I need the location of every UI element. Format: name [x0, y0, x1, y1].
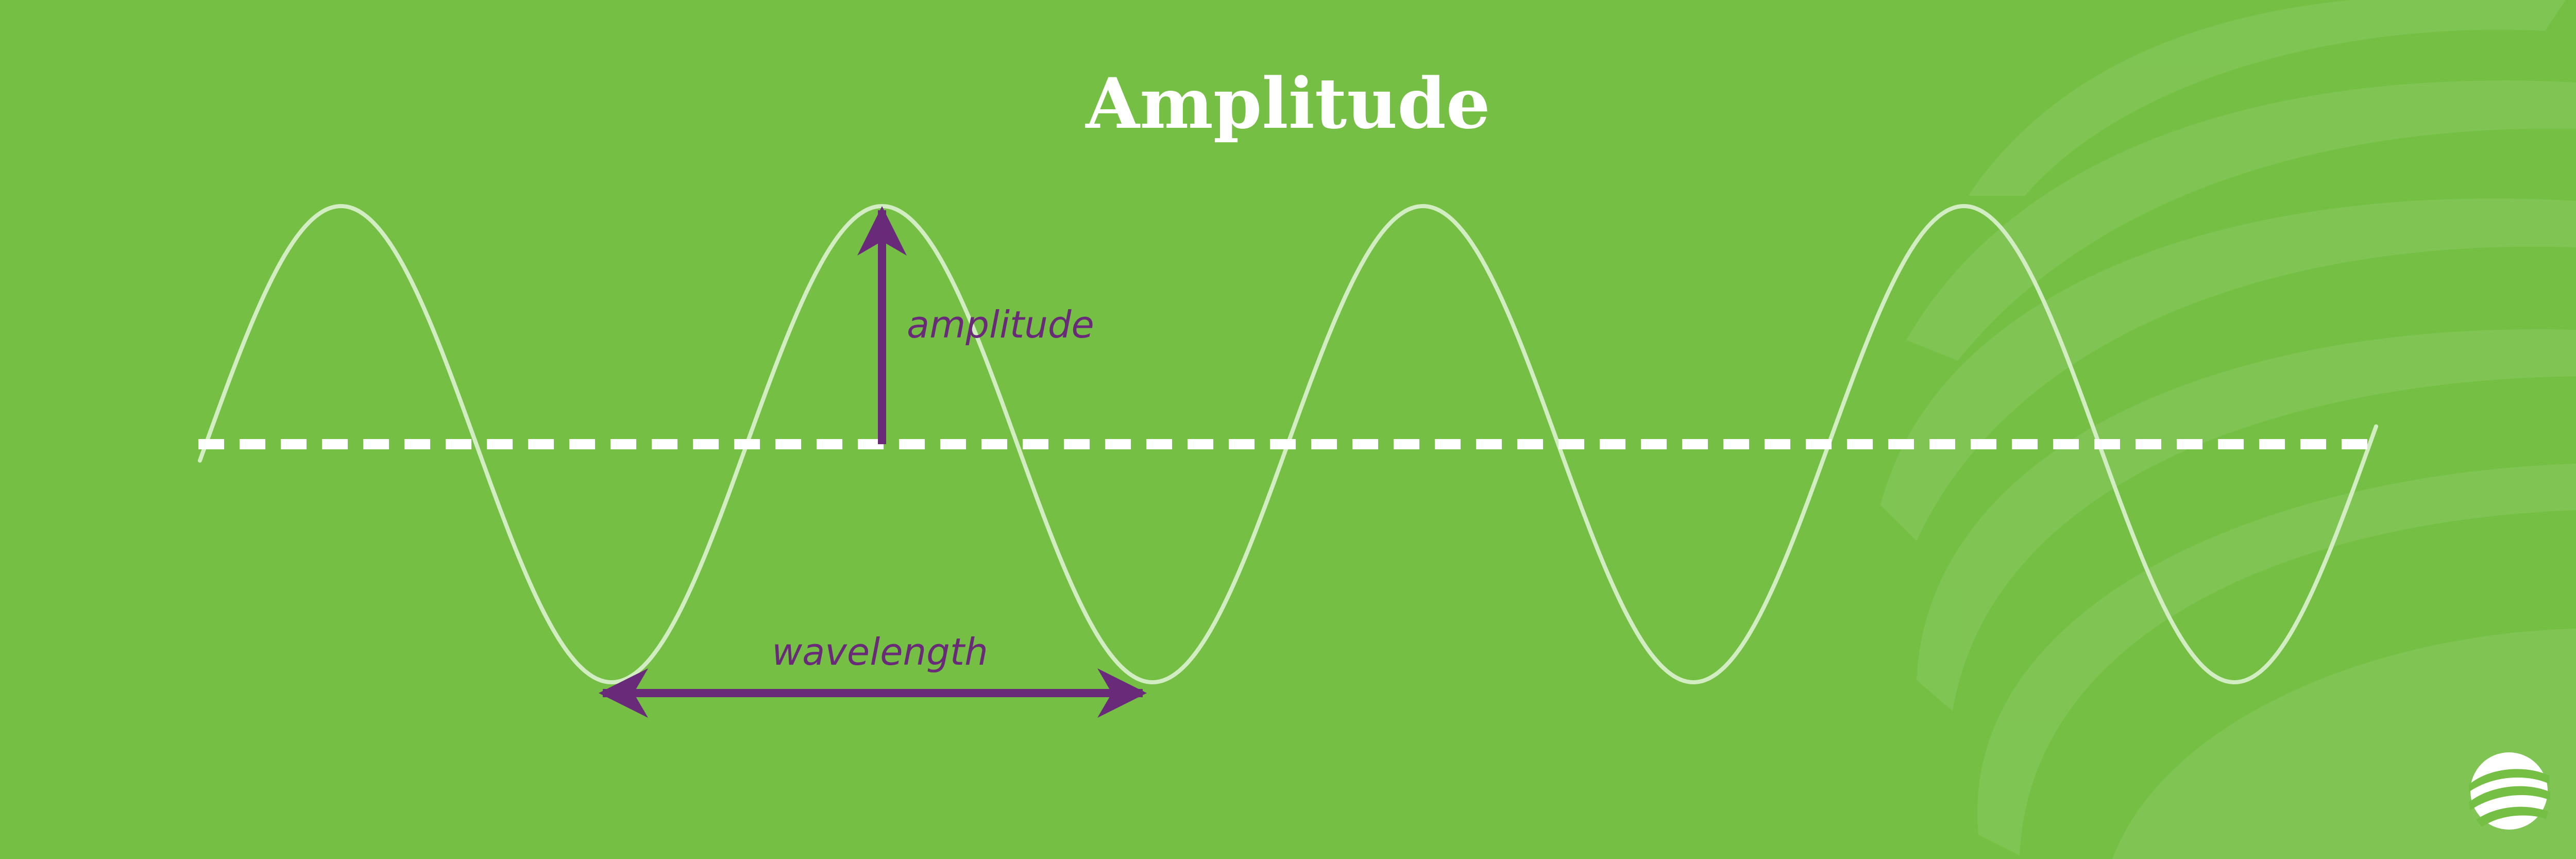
background-swoosh [1906, 80, 2576, 361]
wavelength-label: wavelength [772, 630, 988, 673]
background-swoosh [2112, 629, 2576, 859]
background-swoosh [1917, 329, 2576, 711]
amplitude-label: amplitude [907, 303, 1094, 346]
background-swoosh [1977, 464, 2576, 855]
background-swoosh-decoration [1880, 0, 2576, 859]
globe-swirl-logo-icon [2469, 752, 2550, 830]
background-swoosh [1880, 198, 2576, 541]
background-swoosh [1968, 0, 2566, 196]
diagram-title: Amplitude [1084, 62, 1490, 144]
